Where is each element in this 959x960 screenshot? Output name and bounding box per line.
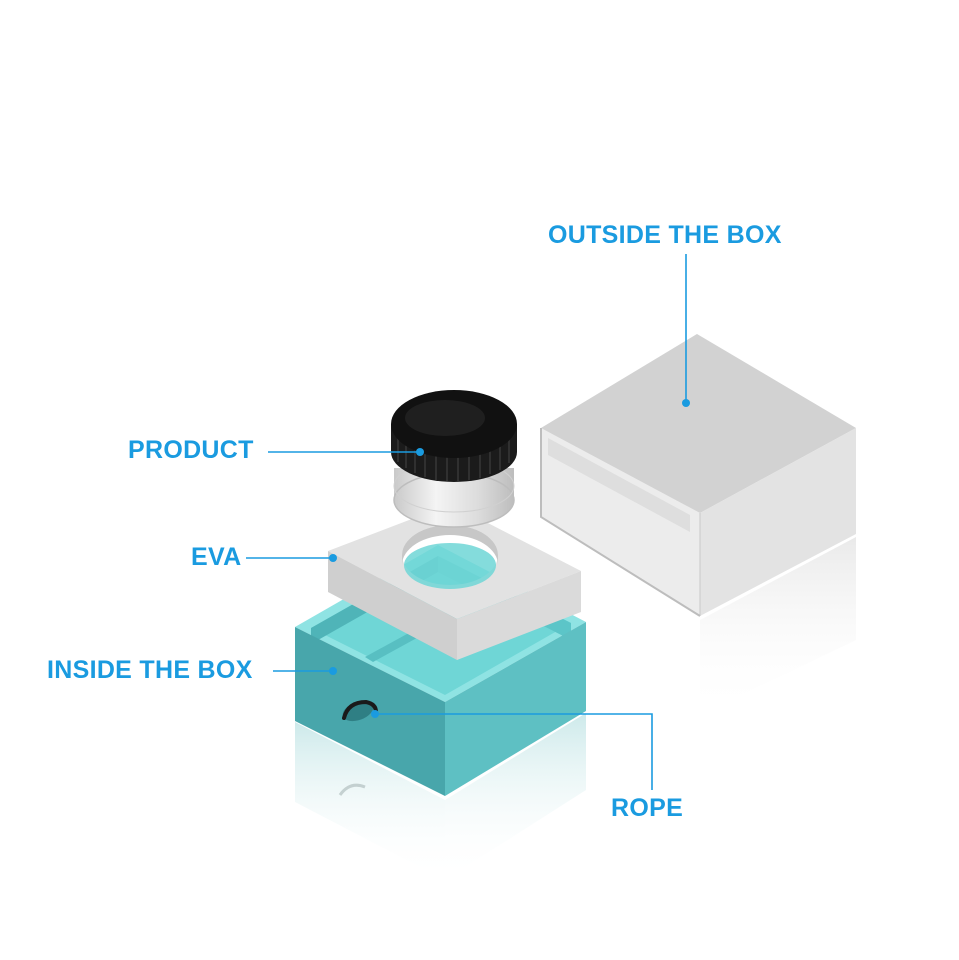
eva-right [457,571,581,660]
inside-box-reflection [295,713,586,880]
label-product: PRODUCT [128,436,254,464]
jar-body [394,468,514,527]
outside-box-top [541,334,856,513]
label-inside-the-box: INSIDE THE BOX [47,656,253,684]
eva-top [328,504,581,619]
label-outside-the-box: OUTSIDE THE BOX [548,221,782,249]
leader-lines [246,254,687,790]
outside-box [540,334,856,617]
label-eva: EVA [191,543,242,571]
outside-box-reflection [700,537,856,715]
outside-box-inner-side [541,428,700,616]
eva-left [328,551,457,660]
rope [342,699,378,720]
product-jar [391,390,517,528]
label-rope: ROPE [611,794,684,822]
outside-box-right [700,428,856,616]
leader-rope [375,713,653,790]
eva-insert [328,504,581,660]
inside-box-right [445,622,586,796]
leader-dots [329,399,690,718]
